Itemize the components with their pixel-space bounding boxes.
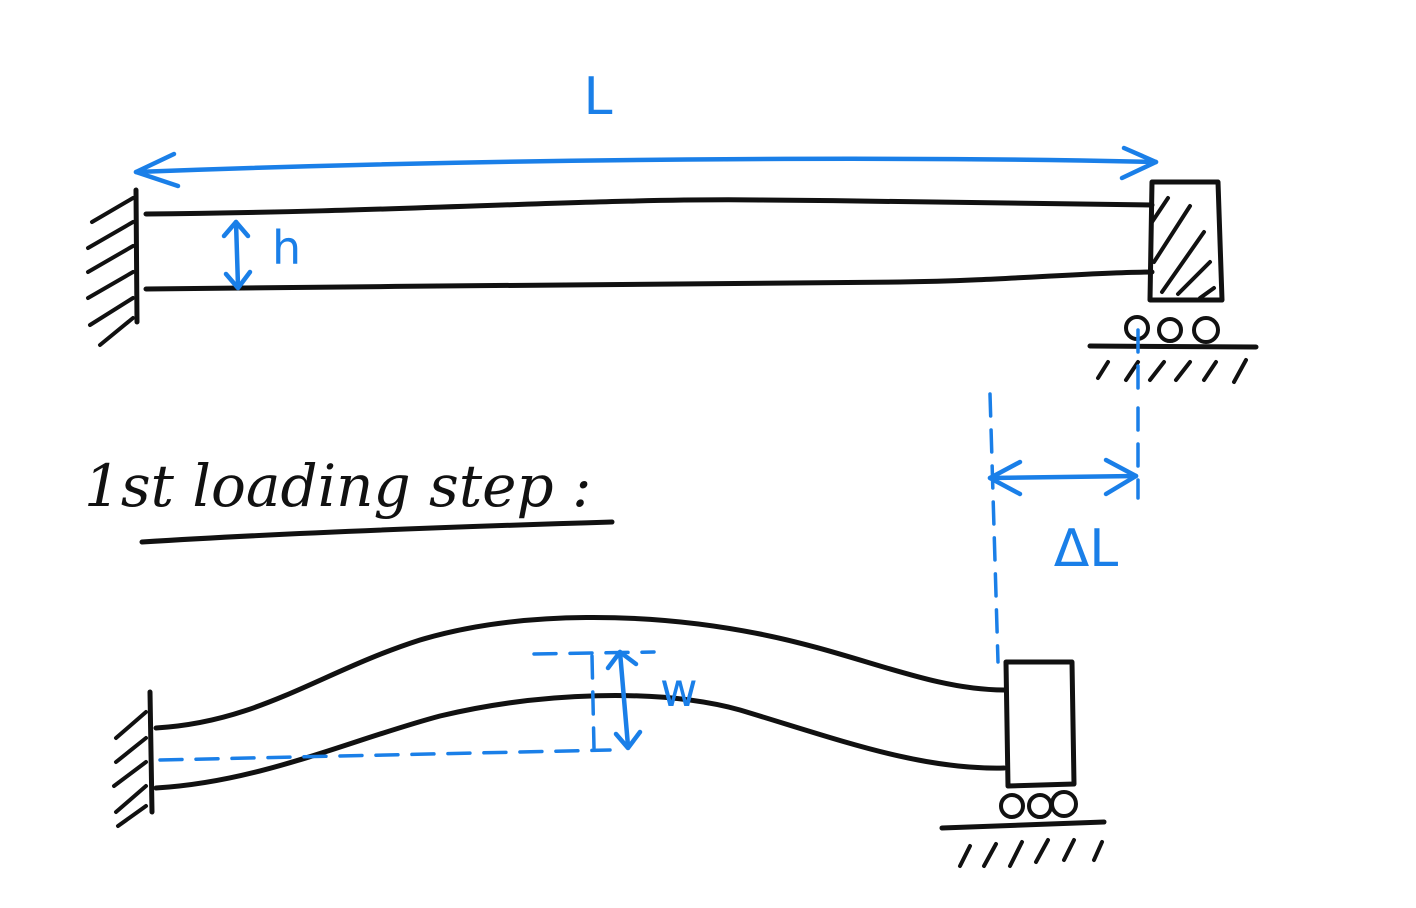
right-roller-support-bottom <box>939 659 1107 868</box>
length-dimension: L <box>133 67 1159 189</box>
deflection-dimension: w <box>605 649 698 751</box>
beam-top-edge <box>143 197 1155 217</box>
displacement-dimension: ΔL <box>987 328 1140 664</box>
step-title-underline <box>139 519 615 545</box>
undeformed-beam-figure: L h <box>86 67 1259 384</box>
length-label: L <box>584 67 613 127</box>
step-title-group: 1st loading step : <box>84 452 615 545</box>
deformed-beam-figure: w <box>112 614 1107 868</box>
deformed-beam-top-edge <box>153 614 1007 731</box>
height-label: h <box>272 221 301 275</box>
step-title: 1st loading step : <box>84 452 592 520</box>
right-roller-support-top <box>1087 179 1259 384</box>
deformed-beam-bottom-edge <box>153 693 1007 791</box>
beam-bottom-edge <box>143 269 1155 292</box>
left-fixed-support-top <box>86 187 140 347</box>
deflection-label: w <box>660 663 698 717</box>
displacement-label: ΔL <box>1054 519 1119 579</box>
height-dimension: h <box>221 219 301 291</box>
left-fixed-support-bottom <box>112 689 155 828</box>
